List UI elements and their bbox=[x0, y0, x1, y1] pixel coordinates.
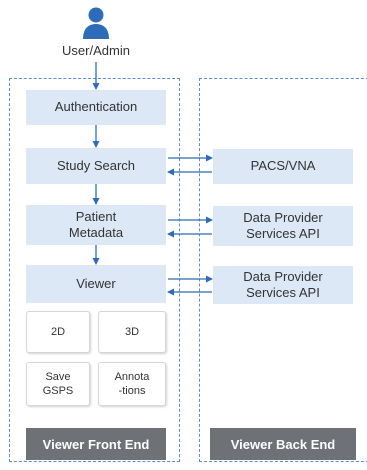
tool-save-gsps: Save GSPS bbox=[26, 362, 90, 406]
tool-3d: 3D bbox=[98, 311, 166, 353]
tool-annotations: Annota -tions bbox=[98, 362, 166, 406]
actor-label: User/Admin bbox=[62, 43, 130, 58]
front-end-footer: Viewer Front End bbox=[26, 428, 166, 460]
back-end-footer: Viewer Back End bbox=[210, 428, 356, 460]
study-search-box: Study Search bbox=[26, 148, 166, 184]
pacs-vna-box: PACS/VNA bbox=[213, 149, 353, 184]
data-provider-box-1: Data Provider Services API bbox=[213, 206, 353, 246]
viewer-box: Viewer bbox=[26, 265, 166, 303]
data-provider-box-2: Data Provider Services API bbox=[213, 266, 353, 304]
patient-metadata-box: Patient Metadata bbox=[26, 205, 166, 245]
tool-2d: 2D bbox=[26, 311, 90, 353]
user-icon bbox=[81, 6, 111, 40]
authentication-box: Authentication bbox=[26, 90, 166, 125]
front-end-frame bbox=[9, 78, 180, 462]
back-end-frame bbox=[199, 78, 367, 462]
